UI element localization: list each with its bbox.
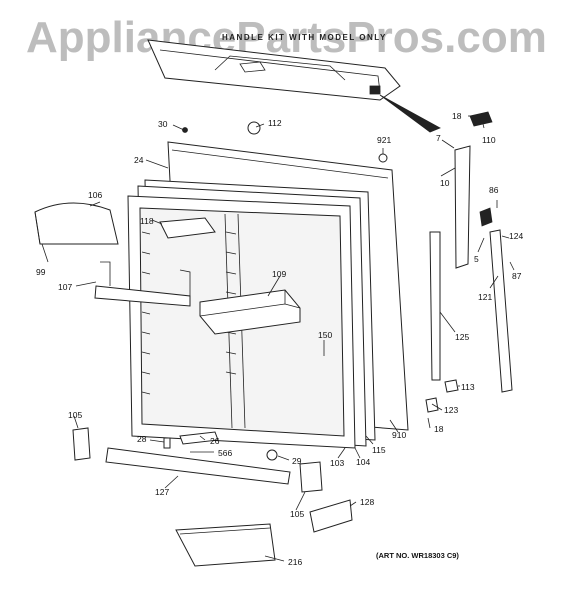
callout-18: 18 xyxy=(452,111,462,121)
center-shelf-bin xyxy=(199,289,301,335)
callout-107: 107 xyxy=(58,282,72,292)
callout-28: 28 xyxy=(137,434,147,444)
callout-123: 123 xyxy=(444,405,458,415)
callout-29: 29 xyxy=(292,456,302,466)
callout-110: 110 xyxy=(482,135,496,145)
callout-99: 99 xyxy=(36,267,46,277)
hinge-cap xyxy=(247,121,261,135)
callout-216: 216 xyxy=(288,557,302,567)
callout-103: 103 xyxy=(330,458,344,468)
door-handle-kit xyxy=(147,39,441,133)
callout-106: 106 xyxy=(88,190,102,200)
callout-921: 921 xyxy=(377,135,391,145)
callout-910: 910 xyxy=(392,430,406,440)
callout-566: 566 xyxy=(218,448,232,458)
callout-5: 5 xyxy=(474,254,479,264)
callout-125: 125 xyxy=(455,332,469,342)
callout-105: 105 xyxy=(68,410,82,420)
callout-10: 10 xyxy=(440,178,450,188)
callout-26: 26 xyxy=(210,436,220,446)
callout-112: 112 xyxy=(268,118,282,128)
callout-150: 150 xyxy=(318,330,332,340)
callout-7: 7 xyxy=(436,133,441,143)
screw-30 xyxy=(182,127,188,133)
callout-87: 87 xyxy=(512,271,522,281)
upper-tray xyxy=(159,217,216,239)
bottom-trim xyxy=(72,427,353,567)
callout-128: 128 xyxy=(360,497,374,507)
right-side-rails xyxy=(425,111,513,413)
callout-104: 104 xyxy=(356,457,370,467)
callout-109: 109 xyxy=(272,269,286,279)
screw-921 xyxy=(378,153,388,163)
left-door-bin xyxy=(94,261,191,307)
callout-115: 115 xyxy=(372,445,386,455)
dairy-door-cover xyxy=(34,202,119,245)
watermark: AppliancePartsPros.com xyxy=(26,13,547,62)
callout-127: 127 xyxy=(155,487,169,497)
callout-121: 121 xyxy=(478,292,492,302)
callout-86: 86 xyxy=(489,185,499,195)
callout-113: 113 xyxy=(461,382,475,392)
handle-kit-note: HANDLE KIT WITH MODEL ONLY xyxy=(222,33,387,42)
callout-118: 118 xyxy=(140,216,154,226)
hinge-pin-29 xyxy=(266,449,278,461)
art-number: (ART NO. WR18303 C9) xyxy=(376,551,459,560)
callout-30: 30 xyxy=(158,119,168,129)
callout-18-lower: 18 xyxy=(434,424,444,434)
leader-lines xyxy=(41,115,515,562)
callout-24: 24 xyxy=(134,155,144,165)
callout-124: 124 xyxy=(509,231,523,241)
callout-105-lower: 105 xyxy=(290,509,304,519)
